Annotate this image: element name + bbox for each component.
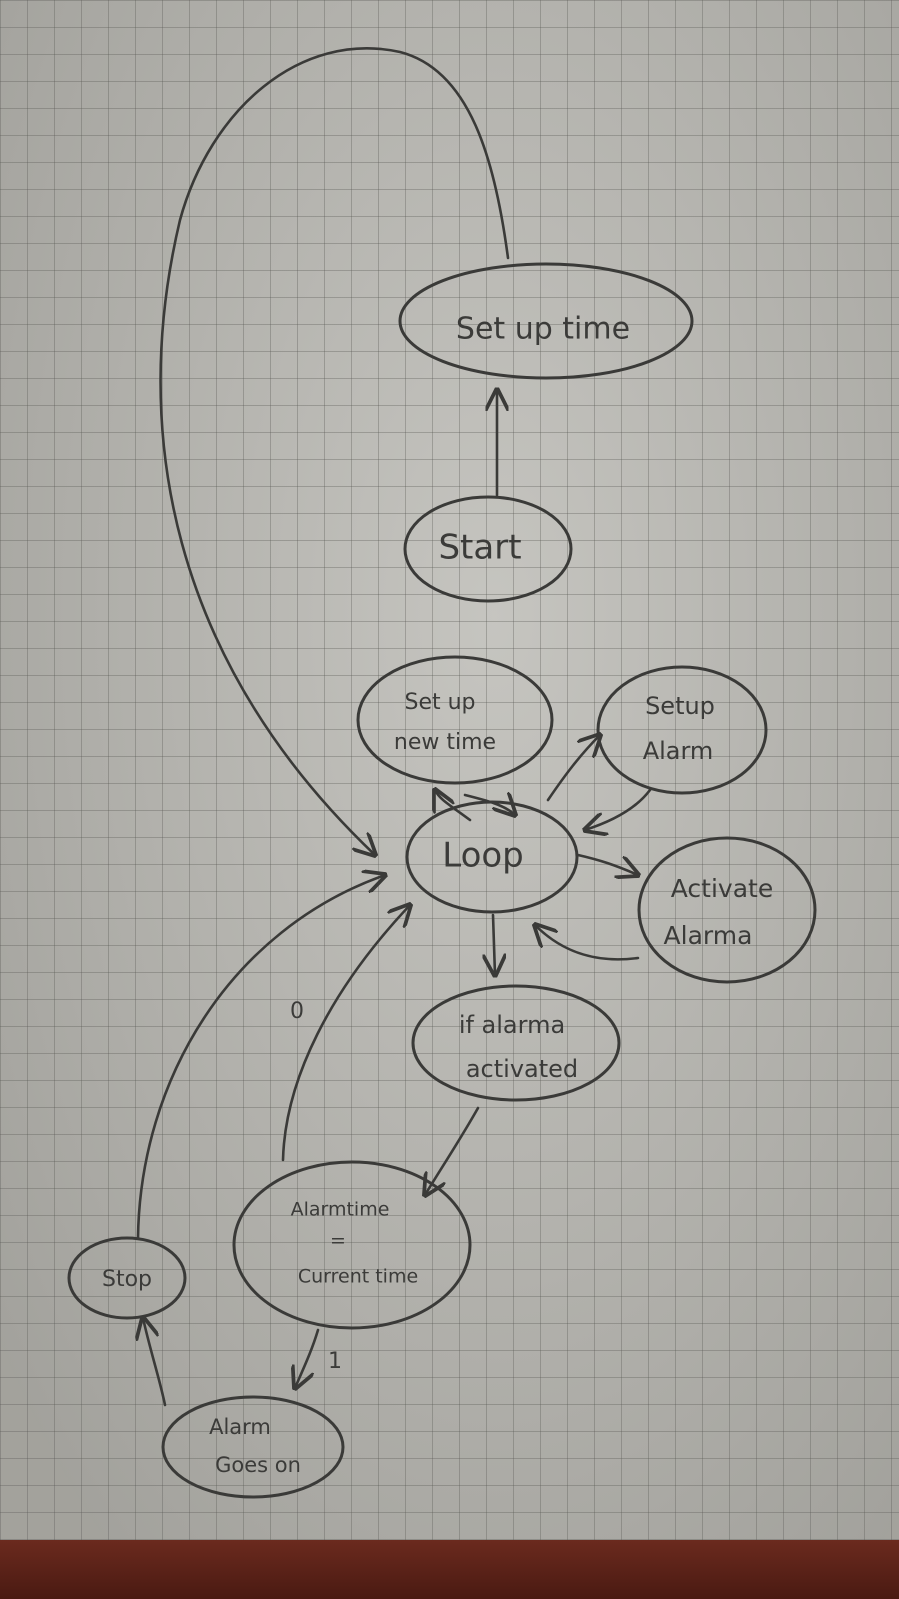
node-alarm-goes-on: Alarm Goes on [161, 1395, 345, 1499]
node-start-label: Start [438, 528, 521, 568]
node-setup-alarm: Setup Alarm [596, 665, 768, 795]
edge-loop-to-if-activated [493, 913, 495, 975]
edge-alarmtime-true-to-alarm-goes-on [295, 1328, 320, 1388]
node-if-activated-line2: activated [466, 1055, 578, 1083]
edge-alarm-goes-on-to-stop [143, 1318, 167, 1407]
node-set-up-time: Set up time [398, 262, 694, 380]
node-setup-alarm-line1: Setup [645, 692, 715, 720]
edge-activate-alarma-to-loop [535, 925, 640, 961]
node-alarmtime-line1: Alarmtime [291, 1199, 390, 1221]
node-alarm-goes-on-line1: Alarm [209, 1415, 271, 1439]
node-start: Start [403, 495, 573, 603]
node-alarmtime-line3: Current time [298, 1266, 418, 1288]
true-branch-label: 1 [328, 1349, 342, 1374]
node-if-activated-line1: if alarma [459, 1011, 565, 1039]
edge-setup-new-time-to-loop [463, 795, 515, 815]
node-activate-alarma: Activate Alarma [637, 836, 817, 984]
node-loop: Loop [405, 800, 579, 914]
node-set-up-time-label: Set up time [456, 312, 630, 347]
edge-alarmtime-false-to-loop [281, 905, 410, 1162]
node-alarm-goes-on-line2: Goes on [215, 1453, 301, 1477]
node-setup-alarm-line2: Alarm [643, 737, 714, 765]
edge-setup-time-to-loop [159, 47, 510, 855]
node-set-up-new-time: Set up new time [356, 655, 554, 785]
flowchart: 0 1 Set up time Start Set up new time Se… [67, 47, 817, 1499]
edge-if-activated-to-alarmtime [425, 1106, 480, 1195]
node-stop-label: Stop [102, 1267, 152, 1292]
table-edge [0, 1540, 899, 1599]
edge-stop-to-loop [136, 875, 385, 1240]
node-alarmtime-equals-current: Alarmtime = Current time [232, 1160, 472, 1330]
node-if-alarma-activated: if alarma activated [411, 984, 621, 1102]
node-loop-label: Loop [442, 836, 524, 876]
node-activate-alarma-line1: Activate [671, 874, 773, 903]
node-set-up-new-time-line2: new time [394, 730, 496, 755]
edge-loop-to-setup-alarm [546, 735, 600, 802]
node-stop: Stop [67, 1236, 187, 1320]
edge-loop-to-activate-alarma [576, 853, 638, 875]
node-alarmtime-line2: = [330, 1230, 346, 1252]
edge-setup-alarm-to-loop [585, 788, 652, 830]
graph-paper [0, 0, 899, 1540]
node-activate-alarma-line2: Alarma [664, 921, 753, 950]
false-branch-label: 0 [290, 999, 304, 1024]
node-set-up-new-time-line1: Set up [404, 690, 475, 715]
edge-loop-to-setup-new-time [435, 790, 472, 822]
